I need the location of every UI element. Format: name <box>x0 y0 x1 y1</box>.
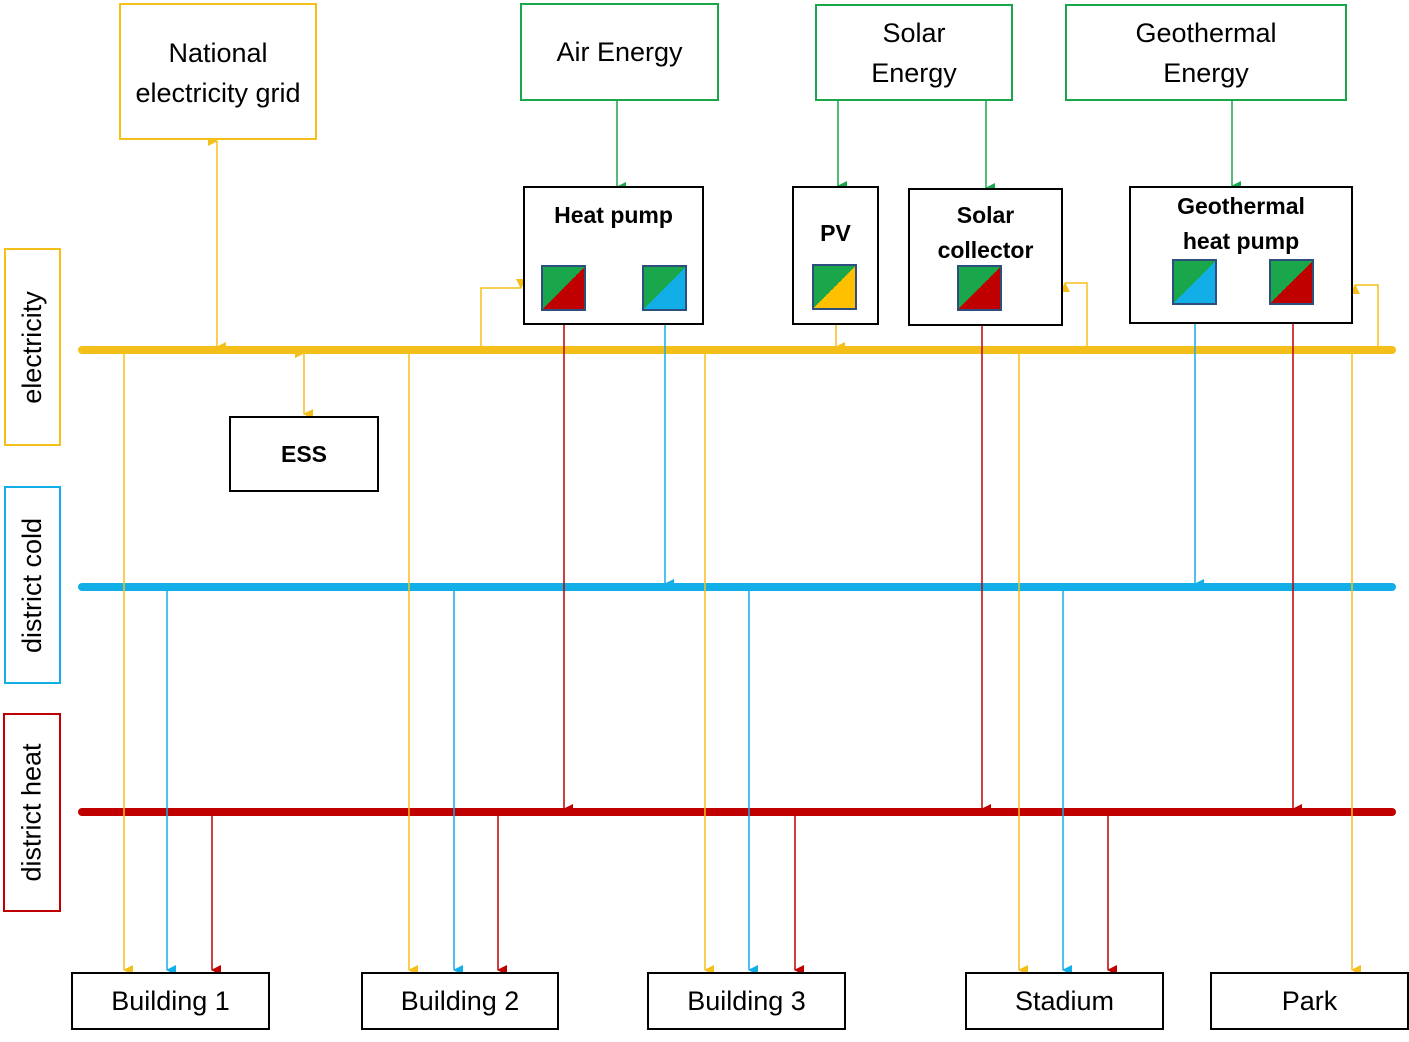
heat-pump-label: Heat pump <box>554 202 673 228</box>
geothermal-energy-label: Geothermal Energy <box>1135 17 1277 88</box>
national-grid-label: National electricity grid <box>135 37 301 108</box>
elec-to-geo-heat-pump <box>1350 284 1379 348</box>
solar-collector-label: Solar collector <box>937 202 1034 263</box>
heat-pump-cold-tile <box>642 265 687 311</box>
solar-collector-tile <box>957 265 1002 311</box>
heat-pump-heat-tile <box>541 265 586 311</box>
solar-energy-box: Solar Energy <box>815 4 1013 101</box>
solar-energy-label: Solar Energy <box>871 17 957 88</box>
geo-heat-pump-label: Geothermal heat pump <box>1177 193 1305 254</box>
air-energy-box: Air Energy <box>520 3 719 101</box>
geo-heat-pump-heat-tile <box>1269 259 1314 305</box>
pv-label: PV <box>820 220 851 246</box>
building-1-box: Building 1 <box>71 972 270 1030</box>
pv-tile <box>812 264 857 310</box>
elec-to-heat-pump <box>480 279 526 348</box>
geothermal-energy-box: Geothermal Energy <box>1065 4 1347 101</box>
cold-bus-label: district cold <box>4 486 61 684</box>
building-2-box: Building 2 <box>361 972 559 1030</box>
geo-heat-pump-box: Geothermal heat pump <box>1129 186 1353 324</box>
national-grid-box: National electricity grid <box>119 3 317 140</box>
geo-heat-pump-cold-tile <box>1172 259 1217 305</box>
stadium-box: Stadium <box>965 972 1164 1030</box>
air-energy-label: Air Energy <box>556 37 683 67</box>
ess-box: ESS <box>229 416 379 492</box>
electricity-bus-label: electricity <box>4 248 61 446</box>
heat-bus-label: district heat <box>3 713 61 912</box>
building-3-box: Building 3 <box>647 972 846 1030</box>
elec-to-collector <box>1060 282 1088 348</box>
park-box: Park <box>1210 972 1409 1030</box>
ess-label: ESS <box>280 440 328 467</box>
